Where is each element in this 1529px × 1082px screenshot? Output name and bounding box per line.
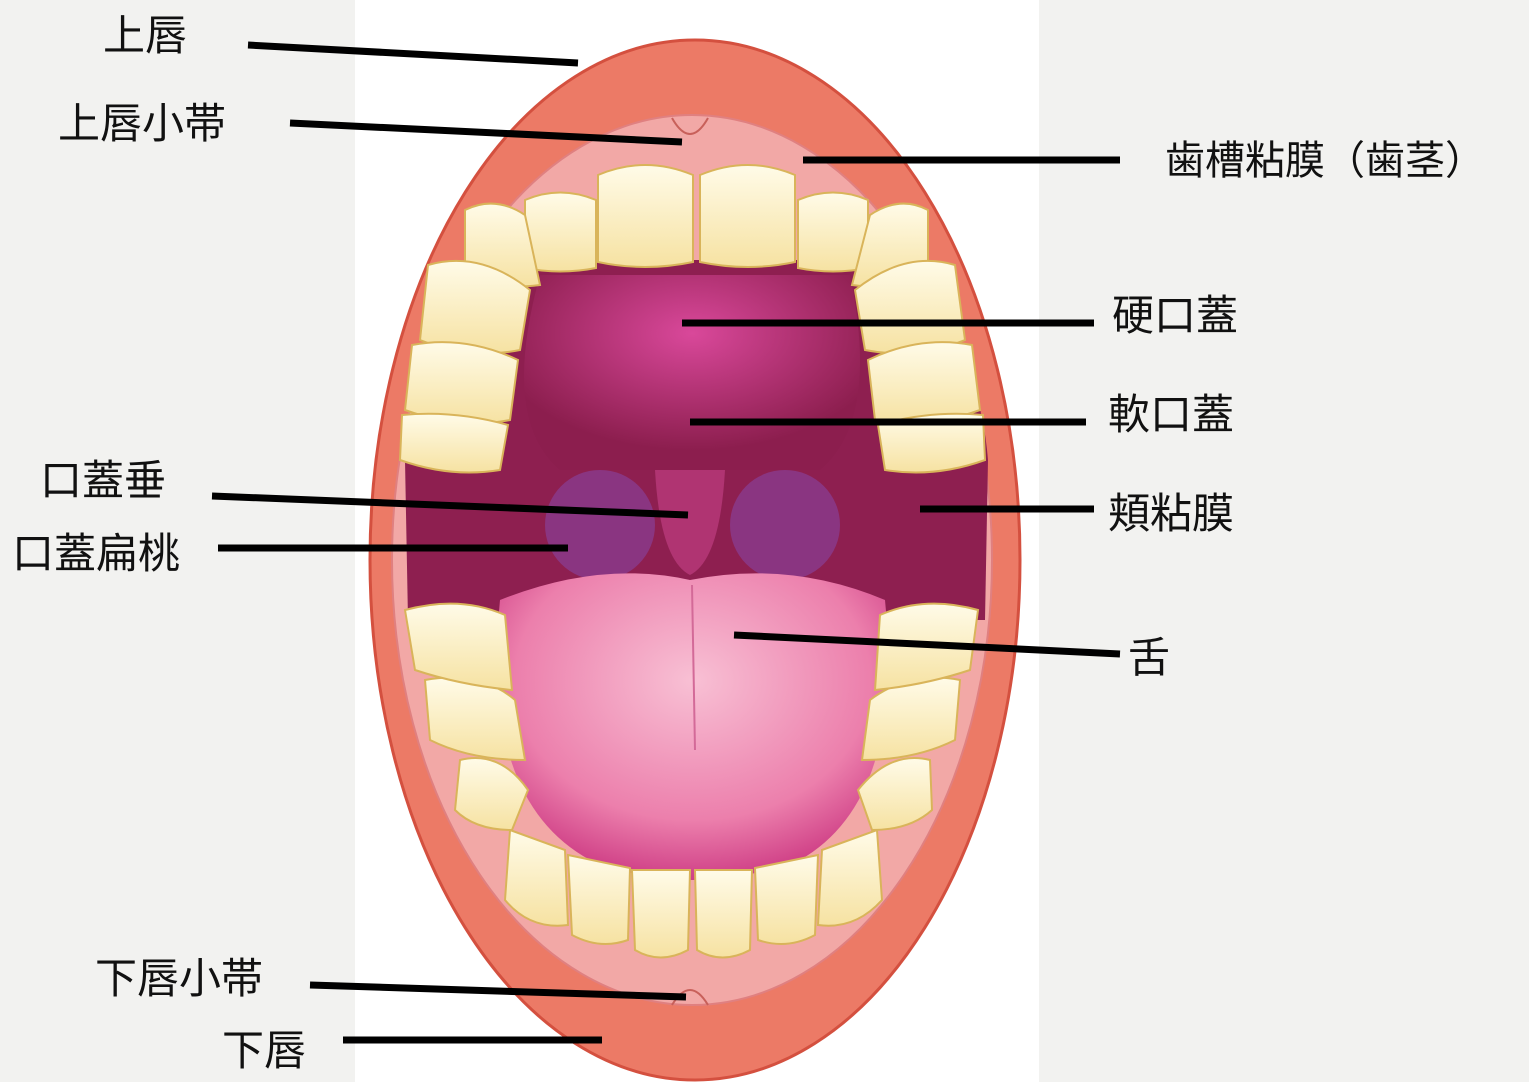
upper-lateral-left xyxy=(525,193,596,272)
upper-molar-right-2 xyxy=(868,342,980,423)
label-tongue: 舌 xyxy=(1128,637,1170,679)
label-lower-lip: 下唇 xyxy=(222,1030,306,1072)
right-palatine-tonsil-shape xyxy=(730,470,840,580)
upper-incisor-right xyxy=(700,165,795,267)
palate-shape xyxy=(524,275,860,470)
label-upper-lip: 上唇 xyxy=(103,15,187,57)
label-upper-labial-frenulum: 上唇小帯 xyxy=(58,103,226,145)
upper-incisor-left xyxy=(598,165,693,267)
label-soft-palate: 軟口蓋 xyxy=(1108,394,1234,436)
upper-molar-left-2 xyxy=(405,342,518,423)
lower-incisor-2 xyxy=(695,870,752,958)
label-alveolar-mucosa: 歯槽粘膜（歯茎） xyxy=(1165,141,1485,181)
left-palatine-tonsil-shape xyxy=(545,470,655,580)
lower-incisor-1 xyxy=(632,870,690,958)
lower-lateral-right xyxy=(755,855,818,944)
label-hard-palate: 硬口蓋 xyxy=(1112,295,1238,337)
label-buccal-mucosa: 頬粘膜 xyxy=(1108,493,1234,535)
upper-molar-left-3 xyxy=(400,414,508,473)
label-lower-labial-frenulum: 下唇小帯 xyxy=(95,958,263,1000)
lower-lateral-left xyxy=(568,855,630,944)
label-uvula: 口蓋垂 xyxy=(40,460,166,502)
label-palatine-tonsil: 口蓋扁桃 xyxy=(12,533,180,575)
